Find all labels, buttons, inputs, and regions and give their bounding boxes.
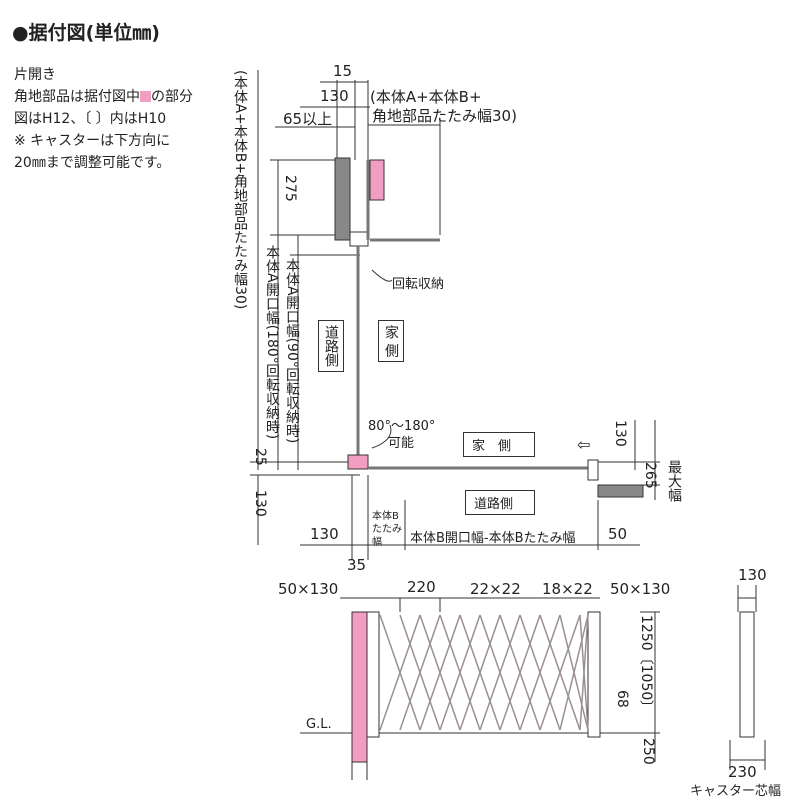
- note-corner-parts-a: 角地部品は据付図中: [14, 89, 140, 105]
- dim-65: 65以上: [283, 110, 333, 128]
- dim-35: 35: [347, 556, 367, 574]
- dim-130-bottom: 130: [310, 525, 339, 543]
- lattice-bar: [379, 614, 421, 731]
- note-opening-type: 片開き: [14, 67, 56, 83]
- arrow-left-icon: ⇦: [577, 435, 591, 454]
- label-possible: 可能: [388, 436, 415, 451]
- dim-50x130-right: 50×130: [610, 580, 671, 598]
- label-opening-90: 本体A開口幅(90°回転収納時): [284, 258, 300, 444]
- dim-25: 25: [252, 448, 268, 466]
- label-rotate-storage: 回転収納: [392, 277, 445, 292]
- note-corner-parts-b: の部分: [151, 89, 193, 105]
- dim-265: 265: [642, 462, 658, 489]
- dim-275: 275: [282, 175, 298, 202]
- lattice-bar: [439, 614, 481, 731]
- note-caster-2: 20㎜まで調整可能です。: [14, 155, 171, 171]
- lattice-bar: [399, 614, 441, 731]
- dim-18x22: 18×22: [542, 580, 593, 598]
- lattice-bar: [499, 614, 541, 731]
- note-height-variant: 図はH12、〔 〕内はH10: [14, 111, 167, 127]
- label-road-side-horizontal: 道路側: [465, 490, 535, 515]
- dim-130-right: 130: [612, 420, 628, 447]
- lattice-bar: [479, 614, 521, 731]
- page-title: ●据付図(単位㎜): [12, 22, 160, 44]
- dim-50x130-left: 50×130: [278, 580, 339, 598]
- lattice-bar: [419, 614, 461, 731]
- label-max-width: 最大幅: [666, 460, 682, 502]
- label-body-ab-vertical: (本体A+本体B+角地部品たたみ幅30): [232, 70, 248, 310]
- dim-130-left: 130: [252, 490, 268, 517]
- side-dim-230: 230: [728, 763, 757, 781]
- note-caster-1: ※ キャスターは下方向に: [14, 133, 171, 149]
- label-house-side-vertical: 家 側: [378, 320, 404, 363]
- lattice-bar: [539, 614, 581, 731]
- dim-220: 220: [407, 578, 436, 596]
- label-body-ab-2: 角地部品たたみ幅30): [372, 107, 517, 125]
- dim-250: 250: [640, 738, 656, 765]
- lattice-bar: [459, 614, 501, 731]
- pink-legend-swatch: [140, 91, 151, 102]
- dim-15: 15: [333, 62, 353, 80]
- dim-22x22: 22×22: [470, 580, 521, 598]
- label-opening-180: 本体A開口幅(180°回転収納時): [264, 245, 280, 440]
- label-road-side-vertical: 道路側: [318, 320, 344, 372]
- label-body-ab-1: (本体A+本体B+: [370, 88, 482, 106]
- side-dim-130: 130: [738, 566, 767, 584]
- label-gl: G.L.: [306, 717, 332, 732]
- lattice-bar: [519, 614, 561, 731]
- dim-130-top: 130: [320, 87, 349, 105]
- label-house-side-horizontal: 家 側: [463, 432, 535, 457]
- lattice-bar: [579, 614, 589, 731]
- lattice-bar: [559, 614, 589, 731]
- dim-50: 50: [608, 525, 628, 543]
- dim-1250: 1250〔1050〕: [638, 615, 654, 715]
- label-caster-width: キャスター芯幅: [690, 784, 782, 799]
- label-body-b-opening: 本体B開口幅-本体Bたたみ幅: [410, 531, 576, 546]
- label-body-b-fold: 本体Bたたみ幅: [372, 511, 402, 548]
- label-angle-range: 80°～180°: [368, 419, 436, 434]
- note-corner-parts: 角地部品は据付図中の部分: [14, 86, 193, 108]
- dim-68: 68: [614, 690, 630, 708]
